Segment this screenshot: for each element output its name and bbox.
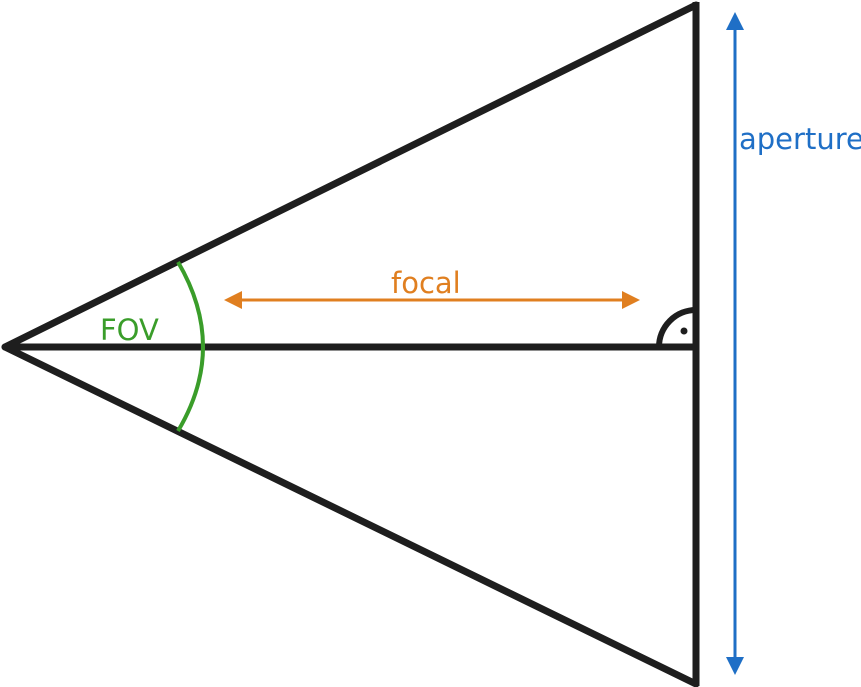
- fov-arc: [176, 260, 205, 433]
- lower-frustum-edge: [1, 343, 700, 687]
- right-angle-dot: [680, 327, 688, 335]
- upper-frustum-edge: [1, 1, 700, 351]
- fov-label: FOV: [100, 313, 159, 347]
- focal-label: focal: [391, 266, 461, 300]
- aperture-label: aperture: [739, 122, 861, 156]
- right-angle-marker: [656, 307, 697, 348]
